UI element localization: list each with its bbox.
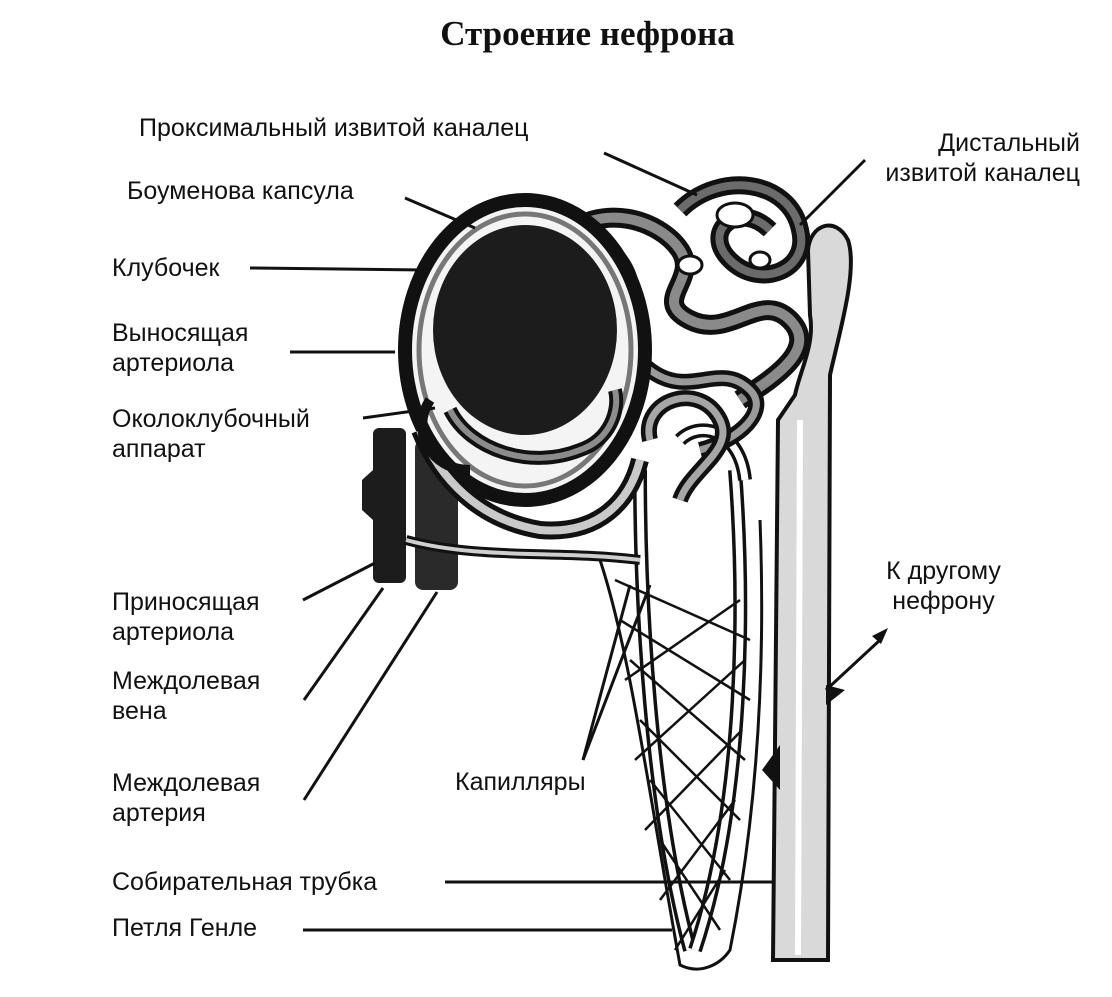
label-efferent-arteriole-line1: Выносящая	[112, 318, 248, 348]
label-distal-tubule: Дистальный извитой каналец	[830, 128, 1080, 188]
label-interlobar-artery: Междолевая артерия	[112, 768, 260, 828]
label-afferent-arteriole-line1: Приносящая	[112, 587, 260, 617]
loop-of-henle-shape	[600, 430, 762, 969]
label-afferent-arteriole-line2: артериола	[112, 617, 260, 647]
label-distal-tubule-line1: Дистальный	[830, 128, 1080, 158]
label-capillaries: Капилляры	[455, 767, 586, 797]
label-interlobar-vein-line1: Междолевая	[112, 666, 260, 696]
label-interlobar-artery-line1: Междолевая	[112, 768, 260, 798]
label-bowman-capsule: Боуменова капсула	[127, 176, 354, 206]
label-glomerulus: Клубочек	[112, 253, 219, 283]
label-to-other-nephron-line1: К другому	[856, 556, 1031, 586]
label-afferent-arteriole: Приносящая артериола	[112, 587, 260, 647]
label-interlobar-artery-line2: артерия	[112, 798, 260, 828]
label-interlobar-vein: Междолевая вена	[112, 666, 260, 726]
label-efferent-arteriole-line2: артериола	[112, 348, 248, 378]
label-loop-of-henle: Петля Генле	[112, 913, 257, 943]
label-distal-tubule-line2: извитой каналец	[830, 158, 1080, 188]
label-interlobar-vein-line2: вена	[112, 696, 260, 726]
label-collecting-duct: Собирательная трубка	[112, 867, 377, 897]
label-juxtaglomerular: Околоклубочный аппарат	[112, 404, 310, 464]
label-juxtaglomerular-line2: аппарат	[112, 434, 310, 464]
label-juxtaglomerular-line1: Околоклубочный	[112, 404, 310, 434]
label-to-other-nephron: К другому нефрону	[856, 556, 1031, 616]
label-proximal-tubule: Проксимальный извитой каналец	[139, 113, 528, 143]
label-to-other-nephron-line2: нефрону	[856, 586, 1031, 616]
label-efferent-arteriole: Выносящая артериола	[112, 318, 248, 378]
